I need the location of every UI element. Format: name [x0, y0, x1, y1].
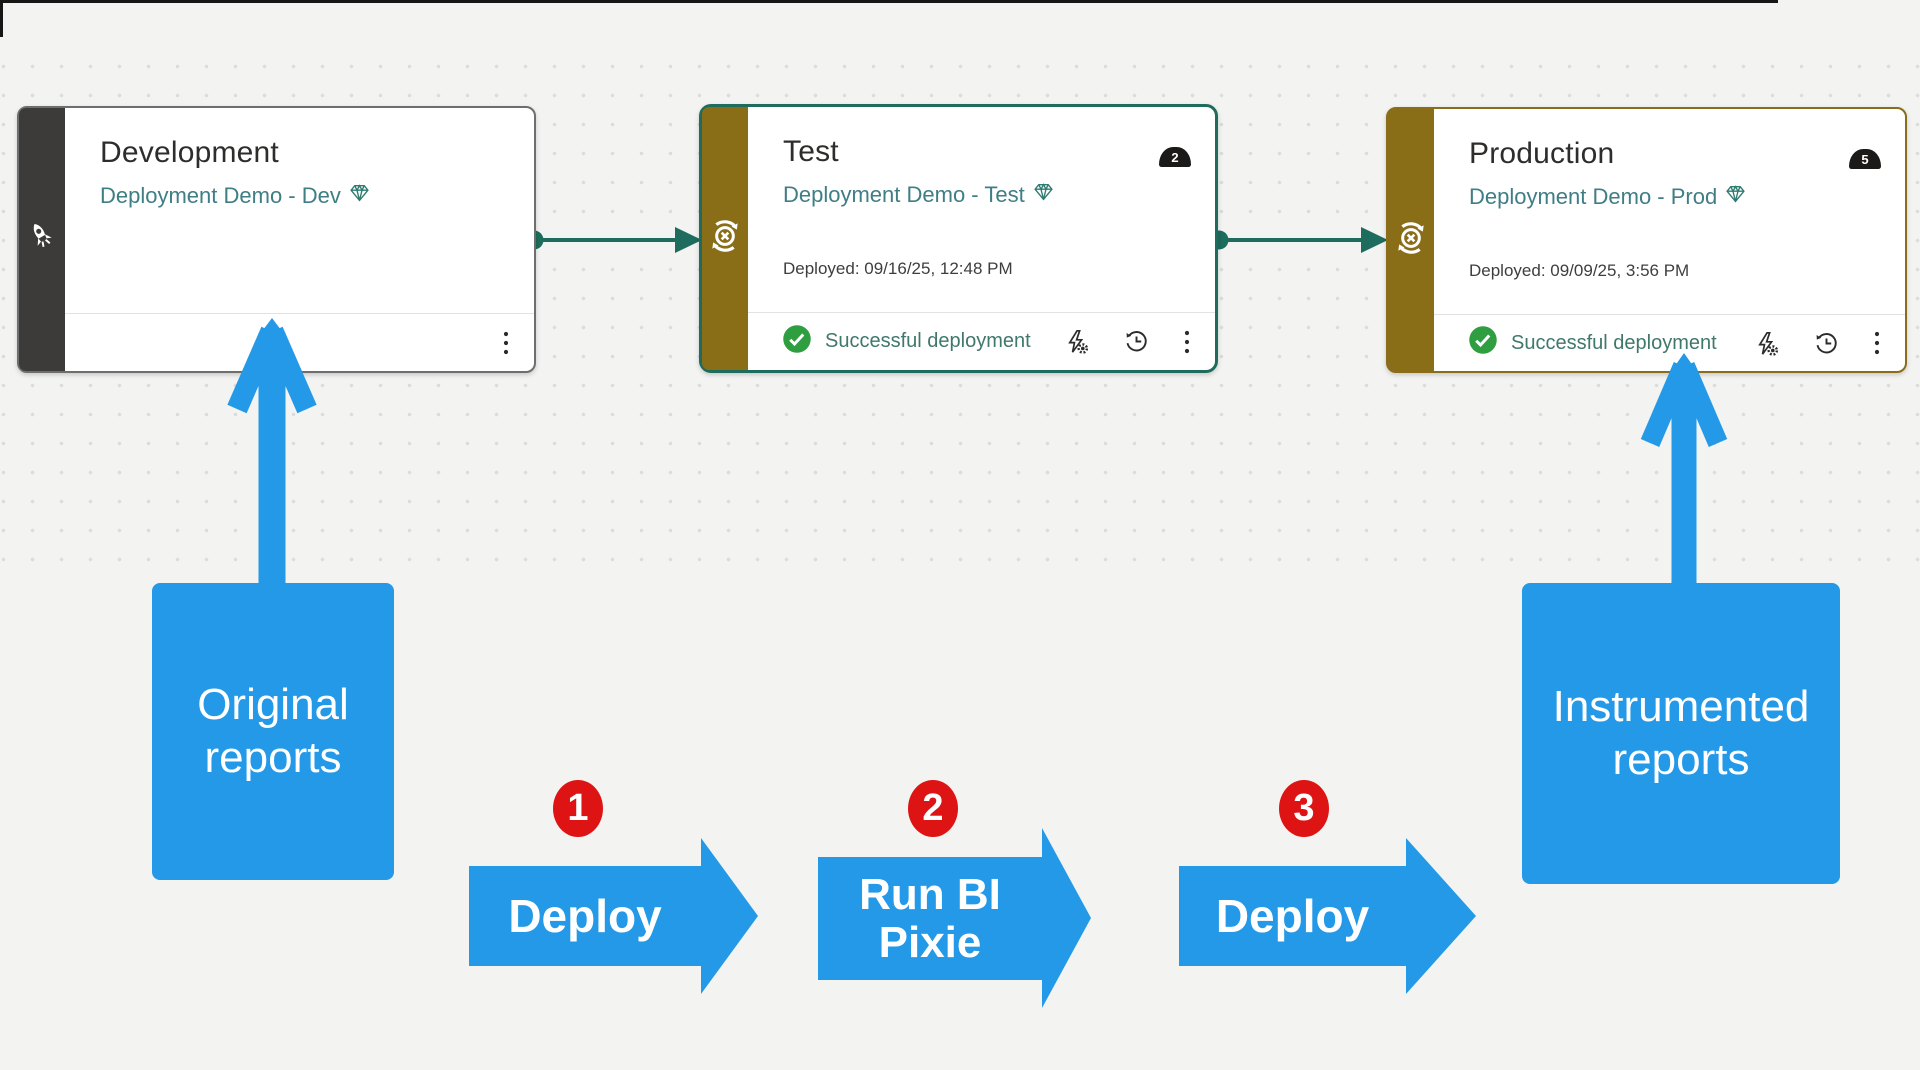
- more-options-icon[interactable]: [1183, 329, 1191, 355]
- deployed-timestamp: Deployed: 09/09/25, 3:56 PM: [1469, 261, 1690, 280]
- deploy-sync-icon: [705, 216, 745, 261]
- rocket-icon: [24, 219, 60, 260]
- diamond-gem-icon: [1033, 181, 1054, 208]
- diamond-gem-icon: [1725, 183, 1746, 210]
- step3-label: Deploy: [1215, 890, 1370, 942]
- step3-arrowhead-icon: [1406, 838, 1476, 994]
- workspace-link[interactable]: Deployment Demo - Test: [783, 181, 1025, 207]
- step-number: 3: [1293, 787, 1315, 829]
- deployment-rules-icon[interactable]: [1063, 328, 1090, 355]
- connector-dev-to-test: [524, 227, 702, 253]
- deployment-history-icon[interactable]: [1123, 328, 1150, 355]
- workspace-link[interactable]: Deployment Demo - Prod: [1469, 183, 1718, 209]
- step-number: 1: [567, 787, 589, 829]
- stage-title: Development: [100, 136, 279, 169]
- step1-deploy-arrow: Deploy: [469, 866, 701, 966]
- more-options-icon[interactable]: [1873, 330, 1881, 356]
- step2-arrowhead-icon: [1042, 828, 1091, 1008]
- step-number-badge-2: 2: [908, 780, 958, 837]
- stage-card-development[interactable]: Development Deployment Demo - Dev: [17, 106, 536, 373]
- step1-arrowhead-icon: [701, 838, 758, 994]
- production-stage-sidebar: [1388, 109, 1434, 371]
- up-arrow-to-production-icon: [1640, 353, 1728, 592]
- step2-run-bi-pixie-arrow: Run BI Pixie: [818, 857, 1042, 980]
- original-reports-box: Original reports: [152, 583, 394, 880]
- stage-title: Test: [783, 135, 839, 168]
- stage-title: Production: [1469, 137, 1615, 170]
- deployed-timestamp: Deployed: 09/16/25, 12:48 PM: [783, 259, 1013, 278]
- instrumented-reports-label: Instrumented reports: [1552, 681, 1810, 784]
- connector-test-to-prod: [1209, 227, 1388, 253]
- step-number-badge-1: 1: [553, 780, 603, 837]
- deployment-history-icon[interactable]: [1813, 330, 1840, 357]
- deploy-sync-icon: [1391, 218, 1431, 263]
- step1-label: Deploy: [508, 890, 662, 942]
- test-stage-sidebar: [702, 107, 748, 370]
- window-left-border: [0, 0, 3, 37]
- step-number: 2: [922, 787, 944, 829]
- deployment-status-text: Successful deployment: [1511, 331, 1717, 354]
- connector-arrowhead-icon: [1361, 227, 1388, 253]
- instrumented-reports-box: Instrumented reports: [1522, 583, 1840, 884]
- deployment-status-text: Successful deployment: [825, 330, 1031, 352]
- step2-label: Run BI Pixie: [859, 870, 1001, 967]
- stage-card-production[interactable]: Production Deployment Demo - Prod Deploy…: [1386, 107, 1907, 373]
- original-reports-label: Original reports: [197, 679, 349, 782]
- development-stage-sidebar: [19, 108, 65, 371]
- window-top-border: [0, 0, 1778, 3]
- check-circle-icon: [1468, 325, 1498, 361]
- workspace-link[interactable]: Deployment Demo - Dev: [100, 182, 341, 208]
- deployment-rules-icon[interactable]: [1753, 330, 1780, 357]
- stage-card-test[interactable]: Test Deployment Demo - Test Deployed: 09…: [699, 104, 1218, 373]
- diamond-gem-icon: [349, 182, 370, 209]
- more-options-icon[interactable]: [502, 330, 510, 356]
- step3-deploy-arrow: Deploy: [1179, 866, 1406, 966]
- check-circle-icon: [782, 324, 812, 360]
- connector-arrowhead-icon: [675, 227, 702, 253]
- step-number-badge-3: 3: [1279, 780, 1329, 837]
